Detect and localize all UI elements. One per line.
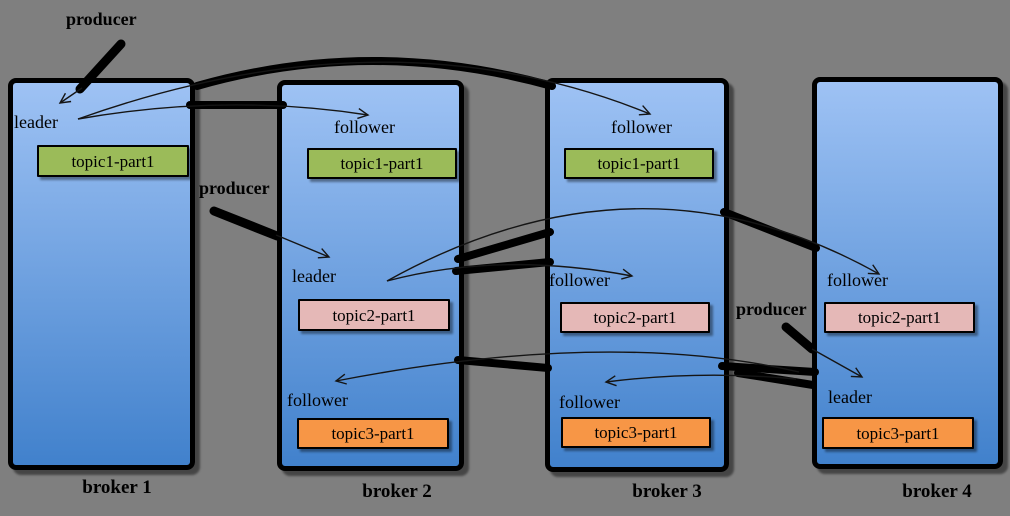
broker-4-label: broker 4 bbox=[902, 481, 972, 502]
pipe-broker2-broker3-topic2-upper bbox=[454, 228, 554, 263]
leader-follower-arrows bbox=[77, 61, 881, 387]
pipe-broker2-broker3-topic3 bbox=[454, 356, 552, 372]
producer-label-1: producer bbox=[66, 9, 137, 29]
broker1-topic1-role: leader bbox=[14, 112, 58, 132]
broker1-topic1-chip: topic1-part1 bbox=[37, 145, 189, 177]
broker3-topic3-role: follower bbox=[559, 392, 620, 412]
broker-2-label: broker 2 bbox=[362, 481, 432, 502]
pipe-broker2-broker3-topic2-lower bbox=[452, 258, 554, 275]
broker2-topic2-chip: topic2-part1 bbox=[298, 299, 450, 331]
broker2-topic1-role: follower bbox=[334, 117, 395, 137]
broker3-topic1-chip: topic1-part1 bbox=[564, 148, 714, 179]
broker3-topic2-chip: topic2-part1 bbox=[560, 302, 710, 333]
broker2-topic2-role: leader bbox=[292, 266, 336, 286]
broker-3-label: broker 3 bbox=[632, 481, 702, 502]
broker3-topic1-role: follower bbox=[611, 117, 672, 137]
pipe-broker3-broker4-topic3-upper bbox=[718, 362, 819, 376]
pipe-broker3-broker4-topic2 bbox=[720, 208, 820, 252]
broker-1-box bbox=[8, 78, 195, 470]
broker4-topic2-chip: topic2-part1 bbox=[824, 302, 975, 333]
producer3-arrow-stroke bbox=[781, 322, 817, 354]
broker4-topic2-role: follower bbox=[827, 270, 888, 290]
broker4-topic3-chip: topic3-part1 bbox=[822, 417, 974, 449]
pipe-broker3-broker4-topic3-lower bbox=[734, 369, 817, 389]
producer-label-2: producer bbox=[199, 178, 270, 198]
broker2-topic3-role: follower bbox=[287, 390, 348, 410]
producer-label-3: producer bbox=[736, 299, 807, 319]
broker-1-label: broker 1 bbox=[82, 477, 152, 498]
broker3-topic3-chip: topic3-part1 bbox=[561, 417, 711, 448]
broker4-topic3-role: leader bbox=[828, 387, 872, 407]
broker2-topic1-chip: topic1-part1 bbox=[307, 148, 457, 179]
broker2-topic3-chip: topic3-part1 bbox=[297, 418, 449, 449]
producer2-arrow-stroke bbox=[209, 206, 282, 241]
broker3-topic2-role: follower bbox=[549, 270, 610, 290]
